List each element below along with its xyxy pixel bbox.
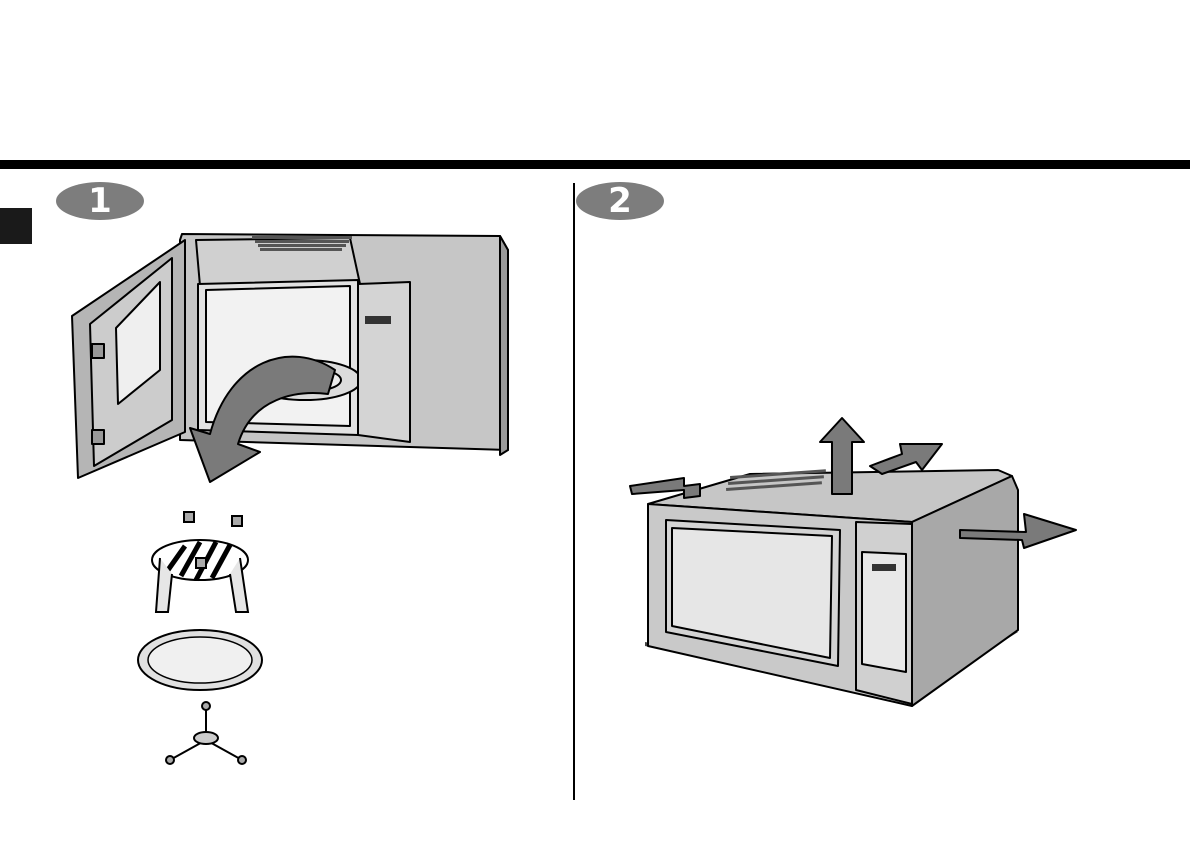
section-tab [0,208,32,244]
step-2-illustration [620,410,1090,740]
roller-ring [166,702,246,764]
ventilation-arrow-up-right [870,444,942,474]
glass-tray [138,630,262,690]
step-2-badge: 2 [576,182,664,220]
step-1-badge: 1 [56,182,144,220]
microwave-closed [648,469,1018,706]
top-rule [0,160,1190,169]
ventilation-arrow-left [630,478,700,498]
step-1-illustration [60,220,530,780]
column-divider [573,183,575,800]
rack [152,512,248,612]
